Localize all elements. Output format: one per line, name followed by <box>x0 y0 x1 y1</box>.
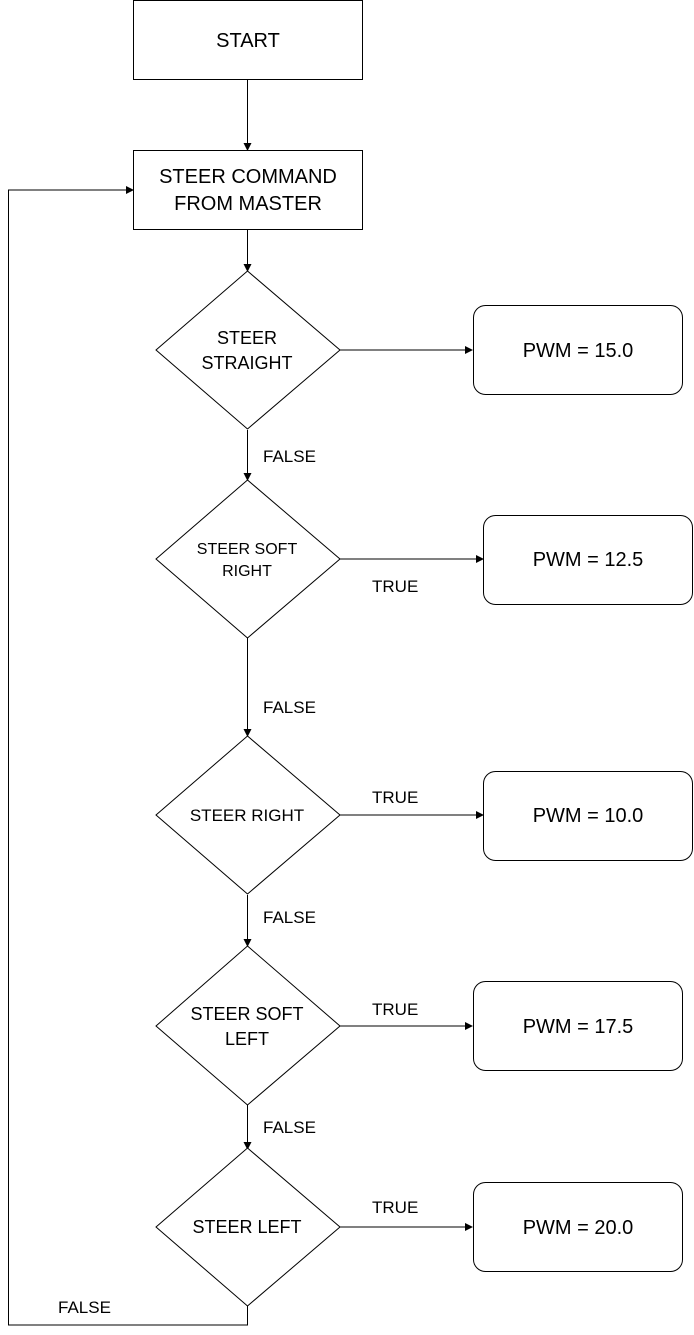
arrowhead <box>465 1022 473 1030</box>
output-pwm-20-label: PWM = 20.0 <box>523 1217 634 1239</box>
connectors <box>8 80 484 1326</box>
decision-steer-left-line-1: STEER LEFT <box>192 1217 301 1237</box>
true-label: TRUE <box>372 1000 418 1019</box>
output-pwm-12-5: PWM = 12.5 <box>483 515 693 605</box>
arrowhead <box>465 1223 473 1231</box>
false-label: FALSE <box>263 698 316 717</box>
decision-steer-soft-left-line-1: STEER SOFT <box>190 1004 303 1024</box>
false-loop-label: FALSE <box>58 1298 111 1317</box>
true-label: TRUE <box>372 788 418 807</box>
decision-steer-straight: STEER STRAIGHT <box>155 270 341 430</box>
false-label: FALSE <box>263 447 316 466</box>
command-label-line-2: FROM MASTER <box>174 193 322 215</box>
true-label: TRUE <box>372 577 418 596</box>
decision-steer-right-line-1: STEER RIGHT <box>190 806 304 825</box>
true-label: TRUE <box>372 1198 418 1217</box>
arrowhead <box>126 186 134 194</box>
arrowhead <box>476 811 484 819</box>
output-pwm-20: PWM = 20.0 <box>473 1182 683 1272</box>
output-pwm-10: PWM = 10.0 <box>483 771 693 861</box>
decision-steer-soft-right-line-2: RIGHT <box>222 563 272 580</box>
edge-labels: FALSE FALSE FALSE FALSE FALSE TRUE TRUE … <box>58 447 418 1317</box>
command-node: STEER COMMAND FROM MASTER <box>133 150 363 230</box>
decision-steer-soft-left: STEER SOFT LEFT <box>155 945 341 1106</box>
start-label: START <box>216 30 280 52</box>
output-pwm-10-label: PWM = 10.0 <box>533 805 644 827</box>
output-pwm-12-5-label: PWM = 12.5 <box>533 549 644 571</box>
decision-steer-straight-line-1: STEER <box>217 328 277 348</box>
decision-steer-soft-right-line-1: STEER SOFT <box>197 541 298 558</box>
output-pwm-15: PWM = 15.0 <box>473 305 683 395</box>
arrowhead <box>243 1142 252 1150</box>
arrowhead <box>465 346 473 354</box>
decision-steer-soft-right: STEER SOFT RIGHT <box>155 479 341 639</box>
arrowhead <box>243 939 252 947</box>
output-pwm-17-5-label: PWM = 17.5 <box>523 1016 634 1038</box>
decision-steer-right: STEER RIGHT <box>155 735 341 895</box>
decision-steer-left: STEER LEFT <box>155 1147 341 1307</box>
arrowhead <box>243 473 252 481</box>
arrowhead <box>476 555 484 563</box>
arrowhead <box>243 264 252 272</box>
output-pwm-15-label: PWM = 15.0 <box>523 340 634 362</box>
false-label: FALSE <box>263 908 316 927</box>
output-pwm-17-5: PWM = 17.5 <box>473 981 683 1071</box>
start-node: START <box>133 0 363 80</box>
arrowhead <box>243 729 252 737</box>
decision-steer-soft-left-line-2: LEFT <box>225 1029 269 1049</box>
false-label: FALSE <box>263 1118 316 1137</box>
arrowhead <box>243 143 252 151</box>
decision-steer-straight-line-2: STRAIGHT <box>201 353 292 373</box>
command-label-line-1: STEER COMMAND <box>159 166 337 188</box>
edge-loop-back-to-command <box>8 189 248 1326</box>
